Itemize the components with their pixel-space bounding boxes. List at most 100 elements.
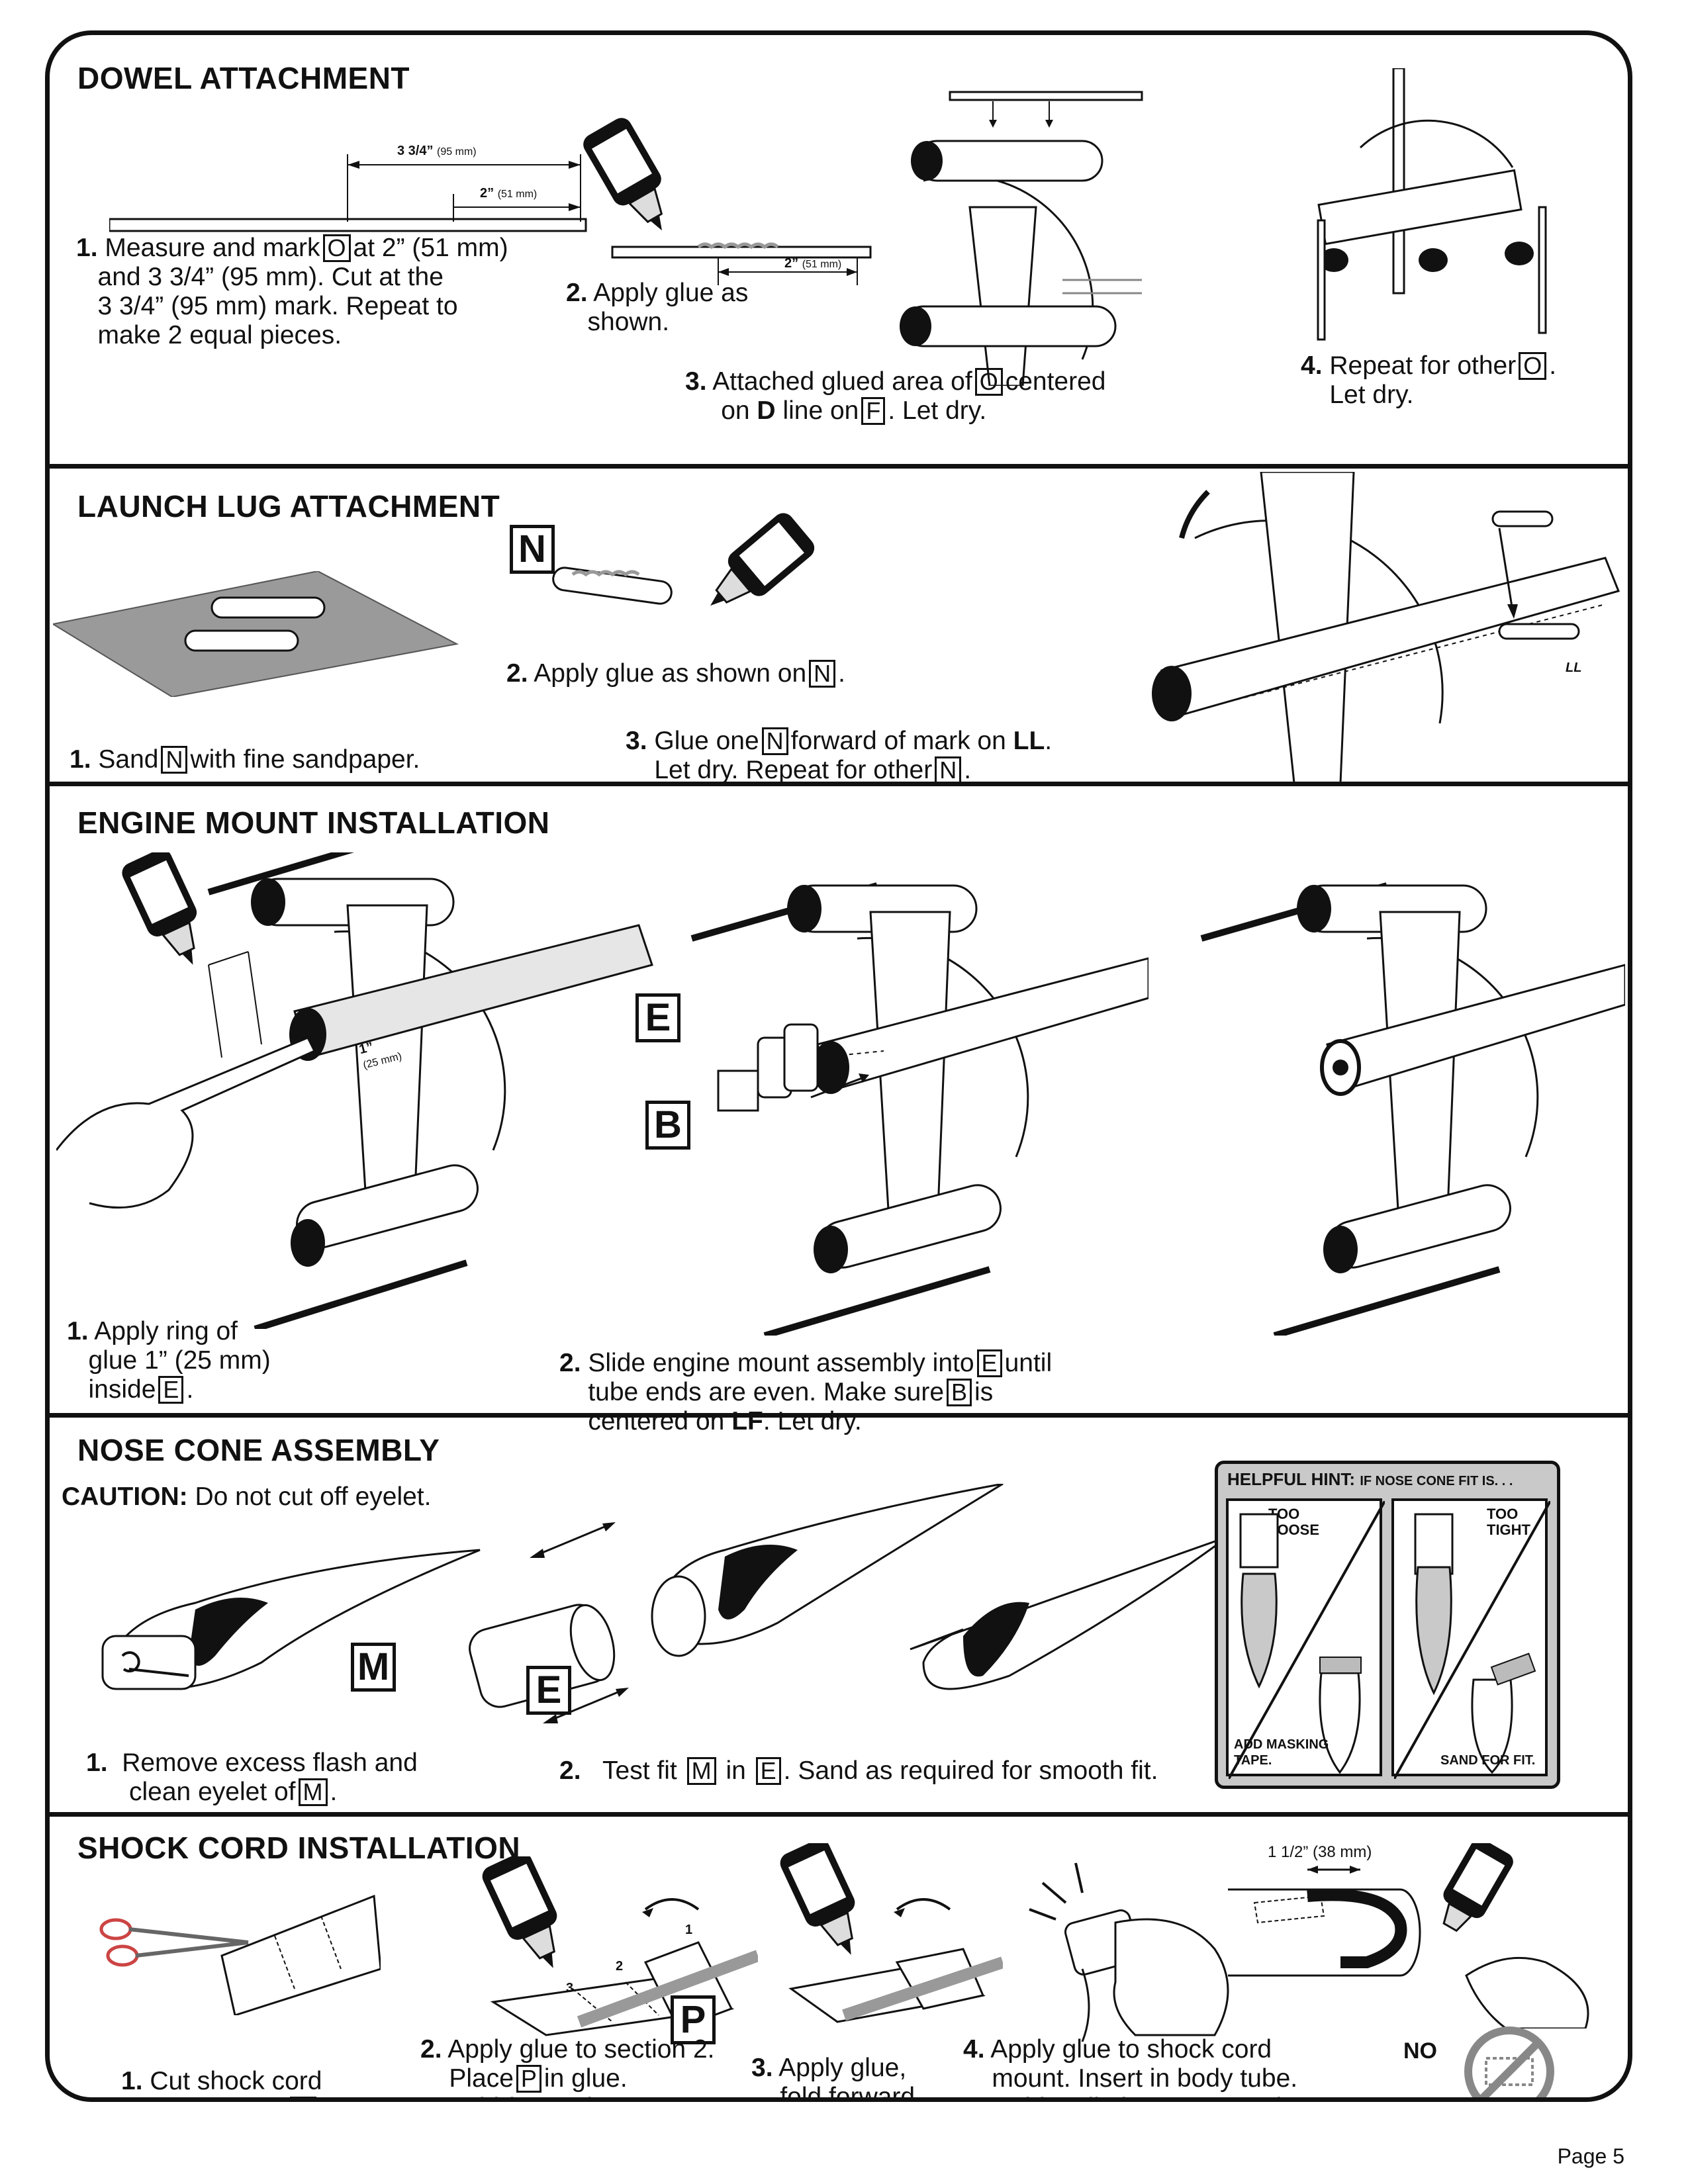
dim-value: 3 3/4” bbox=[397, 144, 434, 158]
glue-lug-illustration bbox=[546, 508, 844, 641]
step-text: Attached glued area of bbox=[712, 367, 972, 396]
step-text: Let dry. bbox=[1329, 381, 1414, 409]
step-text: Test fit bbox=[602, 1756, 677, 1785]
part-r-label: R bbox=[290, 2097, 316, 2102]
part-e-callout: E bbox=[635, 993, 680, 1042]
ll-line-label: LL bbox=[1566, 660, 1582, 675]
part-m-label: M bbox=[298, 1778, 328, 1806]
dim-mm: (51 mm) bbox=[802, 259, 842, 270]
dimension-label-51mm-b: 2” (51 mm) bbox=[784, 256, 841, 271]
hint-loose-illustration bbox=[1229, 1501, 1385, 1779]
step-text: Let dry. Repeat for other bbox=[654, 756, 933, 784]
step-text: tube ends are even. Make sure bbox=[588, 1378, 945, 1406]
step-number: 2. bbox=[559, 1349, 581, 1377]
step-number: 1. bbox=[70, 745, 91, 774]
part-m-label: M bbox=[686, 1757, 716, 1785]
nose-cone-eyelet-illustration bbox=[89, 1543, 487, 1709]
step-number: 3. bbox=[751, 2054, 773, 2082]
glue-dowel-illustration bbox=[559, 108, 877, 293]
slide-engine-mount-illustration bbox=[685, 872, 1149, 1336]
step-text: on bbox=[721, 396, 750, 425]
part-p-label: P bbox=[516, 2065, 541, 2093]
section-title: NOSE CONE ASSEMBLY bbox=[77, 1433, 440, 1467]
nose-step-1: 1. Remove excess flash and clean eyelet … bbox=[86, 1749, 549, 1807]
step-text: and 3 3/4” (95 mm). Cut at the bbox=[97, 263, 444, 291]
dim-value: 2” bbox=[480, 186, 494, 201]
step-text: 3 3/4” (95 mm) mark. Repeat to bbox=[97, 292, 458, 320]
section-divider bbox=[50, 464, 1628, 469]
step-text: . bbox=[186, 1375, 194, 1404]
step-text: Apply ring of bbox=[94, 1317, 238, 1345]
fin-dowel-illustration bbox=[864, 81, 1168, 386]
part-o-label: O bbox=[974, 368, 1003, 396]
step-text: Apply glue to shock cord bbox=[990, 2035, 1272, 2064]
step-text: Repeat for other bbox=[1329, 351, 1517, 380]
mount-installed-illustration bbox=[1188, 872, 1625, 1336]
hint-title-main: HELPFUL HINT: bbox=[1227, 1469, 1356, 1489]
section-nose-cone: NOSE CONE ASSEMBLY CAUTION: Do not cut o… bbox=[50, 1418, 1628, 1815]
step-text: Apply glue as bbox=[593, 279, 749, 307]
step-number: 2. bbox=[566, 279, 588, 307]
step-text: Hold until glue sets. Let dry. bbox=[992, 2093, 1308, 2097]
shock-step-3: 3. Apply glue, fold forward. bbox=[751, 2054, 976, 2097]
step-text: Cut shock cord bbox=[150, 2067, 322, 2095]
step-text: Glue one bbox=[654, 727, 759, 755]
fold-number-3: 3 bbox=[566, 1981, 574, 1995]
step-text: . bbox=[330, 1778, 338, 1806]
step-text: . bbox=[1549, 351, 1557, 380]
step-text: with fine sandpaper. bbox=[190, 745, 420, 774]
step-text: centered bbox=[1005, 367, 1106, 396]
section-divider bbox=[50, 782, 1628, 786]
part-b-callout: B bbox=[645, 1101, 690, 1150]
apply-glue-ring-illustration bbox=[56, 852, 672, 1329]
step-text: mount from bbox=[157, 2096, 287, 2097]
step-text: is bbox=[974, 1378, 994, 1406]
fold-number-2: 2 bbox=[616, 1959, 624, 1974]
section-engine-mount: ENGINE MOUNT INSTALLATION bbox=[50, 786, 1628, 1435]
step-number: 3. bbox=[685, 367, 707, 396]
step-number: 4. bbox=[1301, 351, 1323, 380]
shock-step-1: 1. Cut shock cord mount fromR. bbox=[121, 2067, 386, 2102]
step-text: shown. bbox=[587, 308, 670, 336]
line-label-lf: LF bbox=[731, 1407, 763, 1435]
sandpaper-illustration bbox=[53, 571, 477, 697]
step-text: line on bbox=[782, 396, 859, 425]
section-divider bbox=[50, 1413, 1628, 1418]
instruction-frame: DOWEL ATTACHMENT 3 3/4” (95 mm) 2” (51 m… bbox=[45, 30, 1632, 2102]
step-text: . bbox=[319, 2096, 326, 2097]
test-fit-illustration bbox=[460, 1484, 1241, 1742]
step-text: in glue. bbox=[543, 2064, 628, 2093]
line-label-d: D bbox=[757, 396, 776, 425]
step-text: forward of mark on bbox=[790, 727, 1006, 755]
fold-number-1: 1 bbox=[685, 1923, 693, 1937]
part-n-label: N bbox=[935, 756, 962, 784]
step-text: . Let dry. bbox=[763, 1407, 862, 1435]
step-text: Remove excess flash and bbox=[122, 1749, 418, 1777]
step-text: glue 1” (25 mm) bbox=[88, 1346, 271, 1375]
hint-title: HELPFUL HINT: IF NOSE CONE FIT IS. . . bbox=[1227, 1469, 1513, 1490]
section-dowel-attachment: DOWEL ATTACHMENT 3 3/4” (95 mm) 2” (51 m… bbox=[50, 35, 1628, 465]
hint-too-tight-label: TOO TIGHT bbox=[1487, 1506, 1530, 1538]
section-title: DOWEL ATTACHMENT bbox=[77, 61, 410, 95]
part-p-callout: P bbox=[671, 1995, 716, 2044]
dimension-label-38mm: 1 1/2” (38 mm) bbox=[1268, 1843, 1372, 1861]
glue-section-2-illustration bbox=[480, 1856, 758, 2048]
step-number: 1. bbox=[121, 2067, 143, 2095]
hint-add-tape-label: ADD MASKING TAPE. bbox=[1234, 1737, 1329, 1768]
part-n-callout: N bbox=[510, 525, 555, 574]
step-text: mount. Insert in body tube. bbox=[992, 2064, 1298, 2093]
part-e-label: E bbox=[755, 1757, 781, 1785]
step-text: in bbox=[726, 1756, 746, 1785]
hint-panel-too-tight: TOO TIGHT SAND FOR FIT. bbox=[1391, 1498, 1550, 1779]
part-b-label: B bbox=[947, 1379, 972, 1406]
finished-dowels-illustration bbox=[1294, 68, 1572, 346]
dimension-label-51mm: 2” (51 mm) bbox=[480, 186, 537, 201]
nose-step-2: 2. Test fit M in E. Sand as required for… bbox=[559, 1756, 1288, 1786]
step-text: Place bbox=[449, 2064, 514, 2093]
